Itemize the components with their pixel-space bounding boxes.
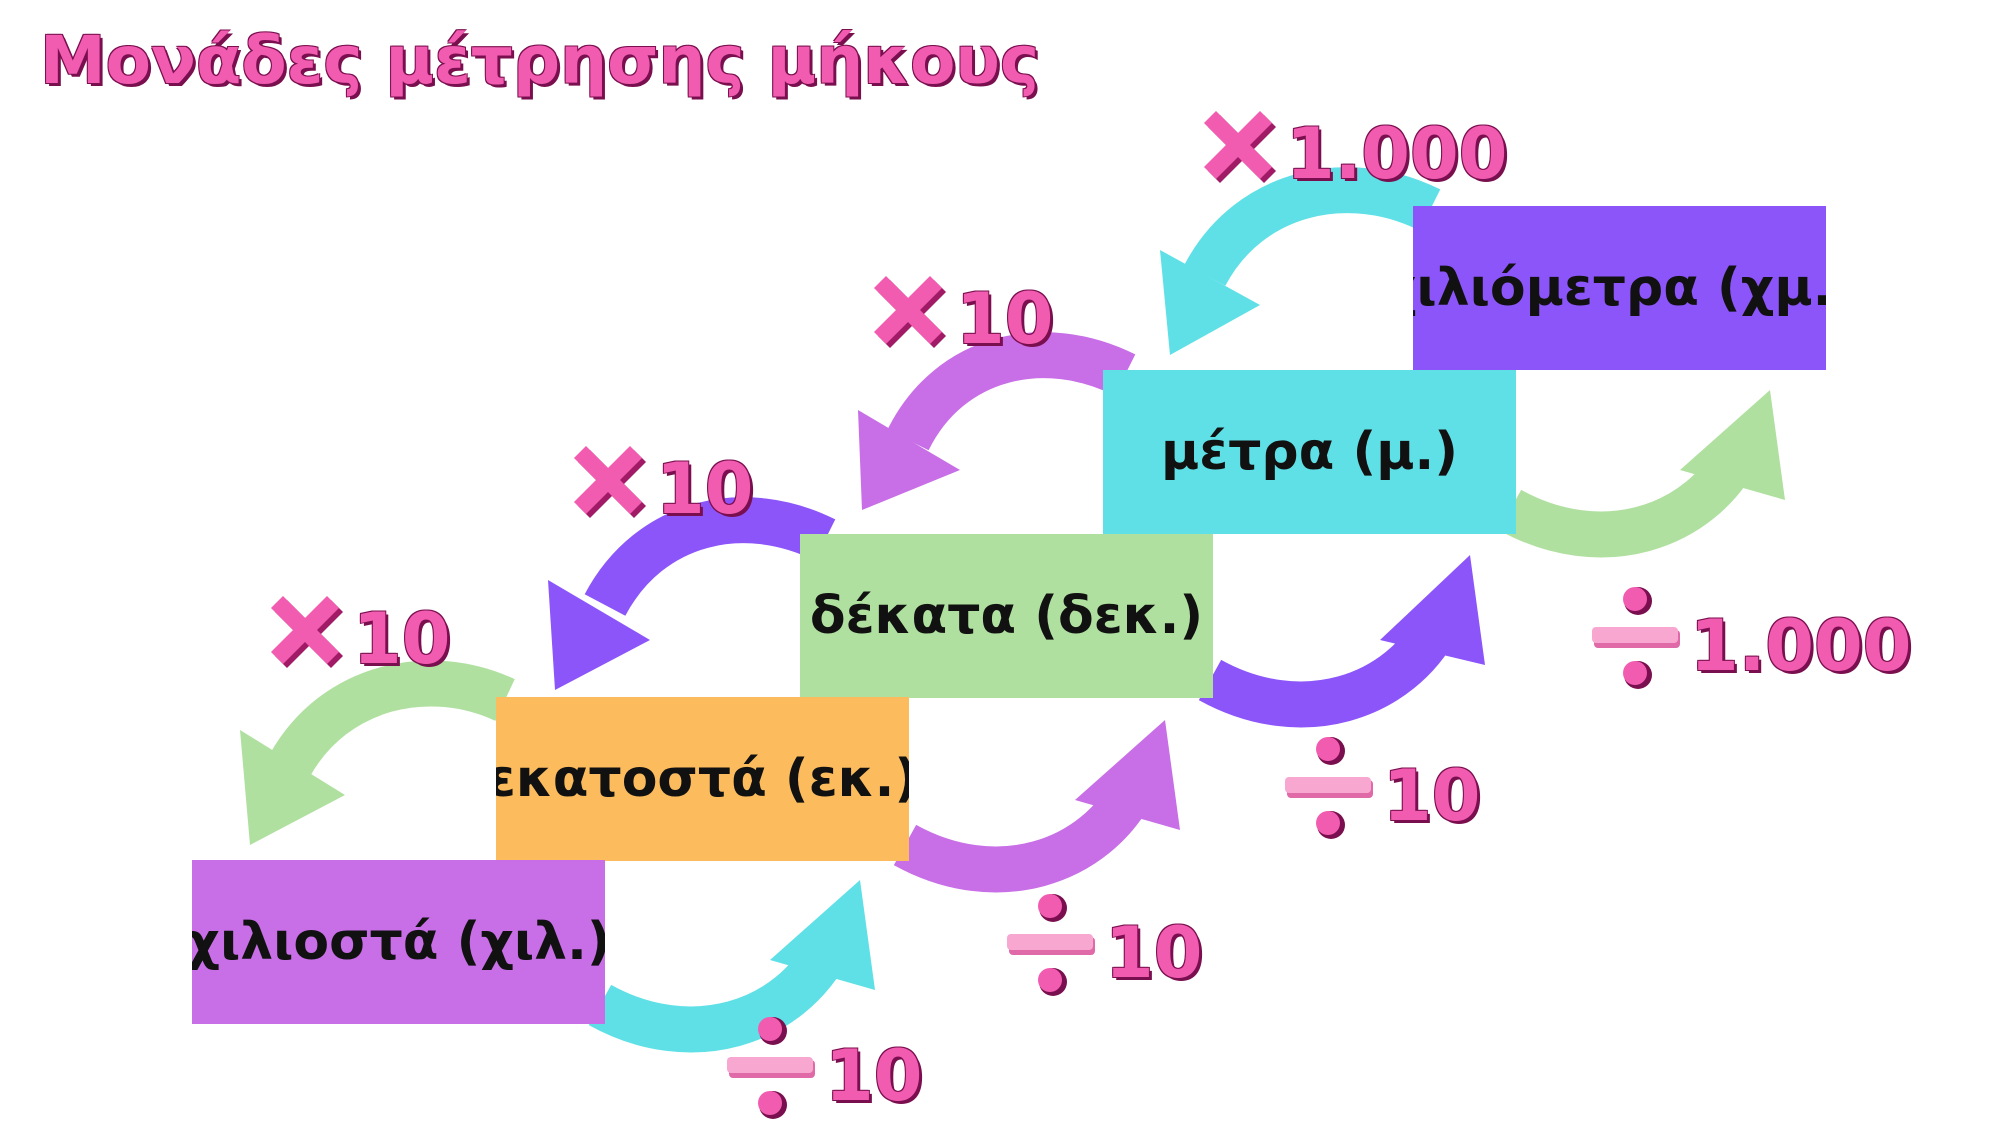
- multiply-arrow-km-m-body: [1184, 167, 1441, 287]
- unit-box-cm: εκατοστά (εκ.): [496, 697, 909, 861]
- unit-box-mm: χιλιοστά (χιλ.): [192, 860, 605, 1024]
- multiply-arrow-m-dm-body: [887, 332, 1136, 451]
- multiply-arrow-m-dm-head: [858, 410, 960, 510]
- divide-arrow-dm-m-head: [1380, 555, 1485, 665]
- unit-box-km: χιλιόμετρα (χμ.): [1413, 206, 1826, 370]
- multiply-arrow-dm-cm-body: [584, 497, 836, 617]
- multiply-arrow-km-m-head: [1160, 250, 1260, 355]
- divide-icon: [1283, 735, 1375, 856]
- divide-arrow-mm-cm-head: [770, 880, 875, 990]
- multiply-value: 10: [956, 277, 1054, 360]
- divide-label-dm-m: 10: [1283, 735, 1480, 856]
- divide-label-m-km: 1.000: [1590, 585, 1911, 706]
- multiply-arrow-cm-mm-body: [269, 660, 515, 777]
- multiply-label-cm-mm: 10: [265, 590, 450, 687]
- unit-box-dm: δέκατα (δεκ.): [800, 534, 1213, 698]
- multiply-icon: [265, 590, 345, 687]
- multiply-arrow-cm-mm-head: [240, 730, 345, 845]
- divide-icon: [1590, 585, 1682, 706]
- multiply-value: 10: [353, 597, 451, 680]
- multiply-icon: [1198, 105, 1278, 202]
- divide-value: 1.000: [1690, 604, 1912, 687]
- divide-value: 10: [1383, 754, 1481, 837]
- multiply-value: 1.000: [1286, 112, 1508, 195]
- multiply-arrow-dm-cm-head: [548, 580, 650, 690]
- multiply-label-km-m: 1.000: [1198, 105, 1507, 202]
- multiply-icon: [568, 440, 648, 537]
- divide-arrow-mm-cm-body: [588, 933, 851, 1053]
- divide-label-mm-cm: 10: [725, 1015, 922, 1136]
- multiply-value: 10: [656, 447, 754, 530]
- multiply-label-dm-cm: 10: [568, 440, 753, 537]
- multiply-label-m-dm: 10: [868, 270, 1053, 367]
- divide-label-cm-dm: 10: [1005, 892, 1202, 1013]
- multiply-icon: [868, 270, 948, 367]
- page-title: Μονάδες μέτρησης μήκους: [40, 22, 1040, 99]
- divide-arrow-cm-dm-body: [893, 773, 1156, 893]
- divide-arrow-m-km-head: [1680, 390, 1785, 500]
- divide-value: 10: [1105, 911, 1203, 994]
- divide-value: 10: [825, 1034, 923, 1117]
- unit-box-m: μέτρα (μ.): [1103, 370, 1516, 534]
- divide-icon: [1005, 892, 1097, 1013]
- divide-arrow-cm-dm-head: [1075, 720, 1180, 830]
- divide-icon: [725, 1015, 817, 1136]
